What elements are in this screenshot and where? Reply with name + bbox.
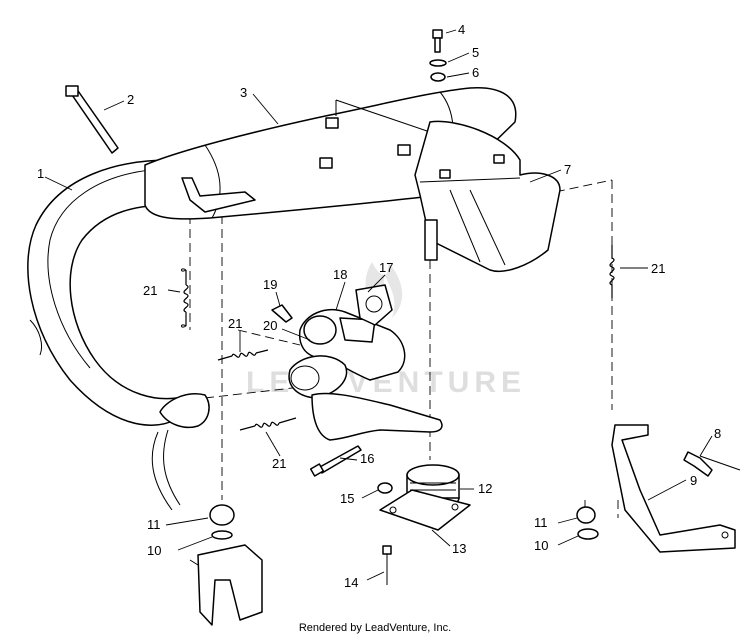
callout-11-right: 11 xyxy=(534,515,548,530)
callout-12: 12 xyxy=(478,481,492,496)
bolt-part-19 xyxy=(271,304,293,323)
callout-20: 20 xyxy=(263,318,277,333)
spring-part-21-a xyxy=(181,268,189,328)
callout-1: 1 xyxy=(37,166,44,181)
bolt-part-16 xyxy=(309,445,362,477)
grommet-part-11-right xyxy=(576,506,596,524)
washer-part-10-right xyxy=(577,528,599,540)
head-pipe-part-1 xyxy=(27,159,210,511)
callout-7: 7 xyxy=(564,162,571,177)
callout-4: 4 xyxy=(458,22,465,37)
gasket-part-17 xyxy=(355,284,393,326)
callout-18: 18 xyxy=(333,267,347,282)
callout-13: 13 xyxy=(452,541,466,556)
strap-part-2 xyxy=(65,85,119,154)
callout-21-c: 21 xyxy=(272,456,286,471)
callout-10-left: 10 xyxy=(147,543,161,558)
callout-8: 8 xyxy=(714,426,721,441)
callout-19: 19 xyxy=(263,277,277,292)
nut-part-15 xyxy=(377,482,393,494)
manifold-shield xyxy=(311,392,443,441)
spring-part-21-d xyxy=(609,245,615,298)
callout-11-left: 11 xyxy=(147,517,161,532)
washer-part-5 xyxy=(429,59,447,67)
callout-numbers: 1 2 3 4 5 6 7 8 9 10 10 11 11 12 13 14 1… xyxy=(37,22,721,590)
washer-part-6 xyxy=(430,72,446,82)
bracket-part-9 xyxy=(611,424,736,553)
leader-lines xyxy=(44,29,713,581)
callout-10-right: 10 xyxy=(534,538,548,553)
callout-16: 16 xyxy=(360,451,374,466)
callout-21-a: 21 xyxy=(143,283,157,298)
callout-2: 2 xyxy=(127,92,134,107)
plate-part-13 xyxy=(379,489,471,531)
callout-21-d: 21 xyxy=(651,261,665,276)
callout-15: 15 xyxy=(340,491,354,506)
heat-shield-part-7 xyxy=(414,120,561,272)
callout-21-b: 21 xyxy=(228,316,242,331)
callout-5: 5 xyxy=(472,45,479,60)
callout-3: 3 xyxy=(240,85,247,100)
spring-part-21-c xyxy=(239,417,297,431)
callout-14: 14 xyxy=(344,575,358,590)
callout-17: 17 xyxy=(379,260,393,275)
callout-9: 9 xyxy=(690,473,697,488)
bolt-part-14 xyxy=(382,545,392,585)
footer-credit: Rendered by LeadVenture, Inc. xyxy=(298,622,452,634)
grommet-part-11-left xyxy=(209,504,235,526)
spring-part-21-b xyxy=(217,349,269,361)
bolt-part-4 xyxy=(432,29,443,53)
bracket-left xyxy=(189,544,263,626)
washer-part-10-left xyxy=(211,530,233,540)
sensor-part-8 xyxy=(683,451,741,477)
manifold-part-18 xyxy=(288,309,406,399)
callout-6: 6 xyxy=(472,65,479,80)
